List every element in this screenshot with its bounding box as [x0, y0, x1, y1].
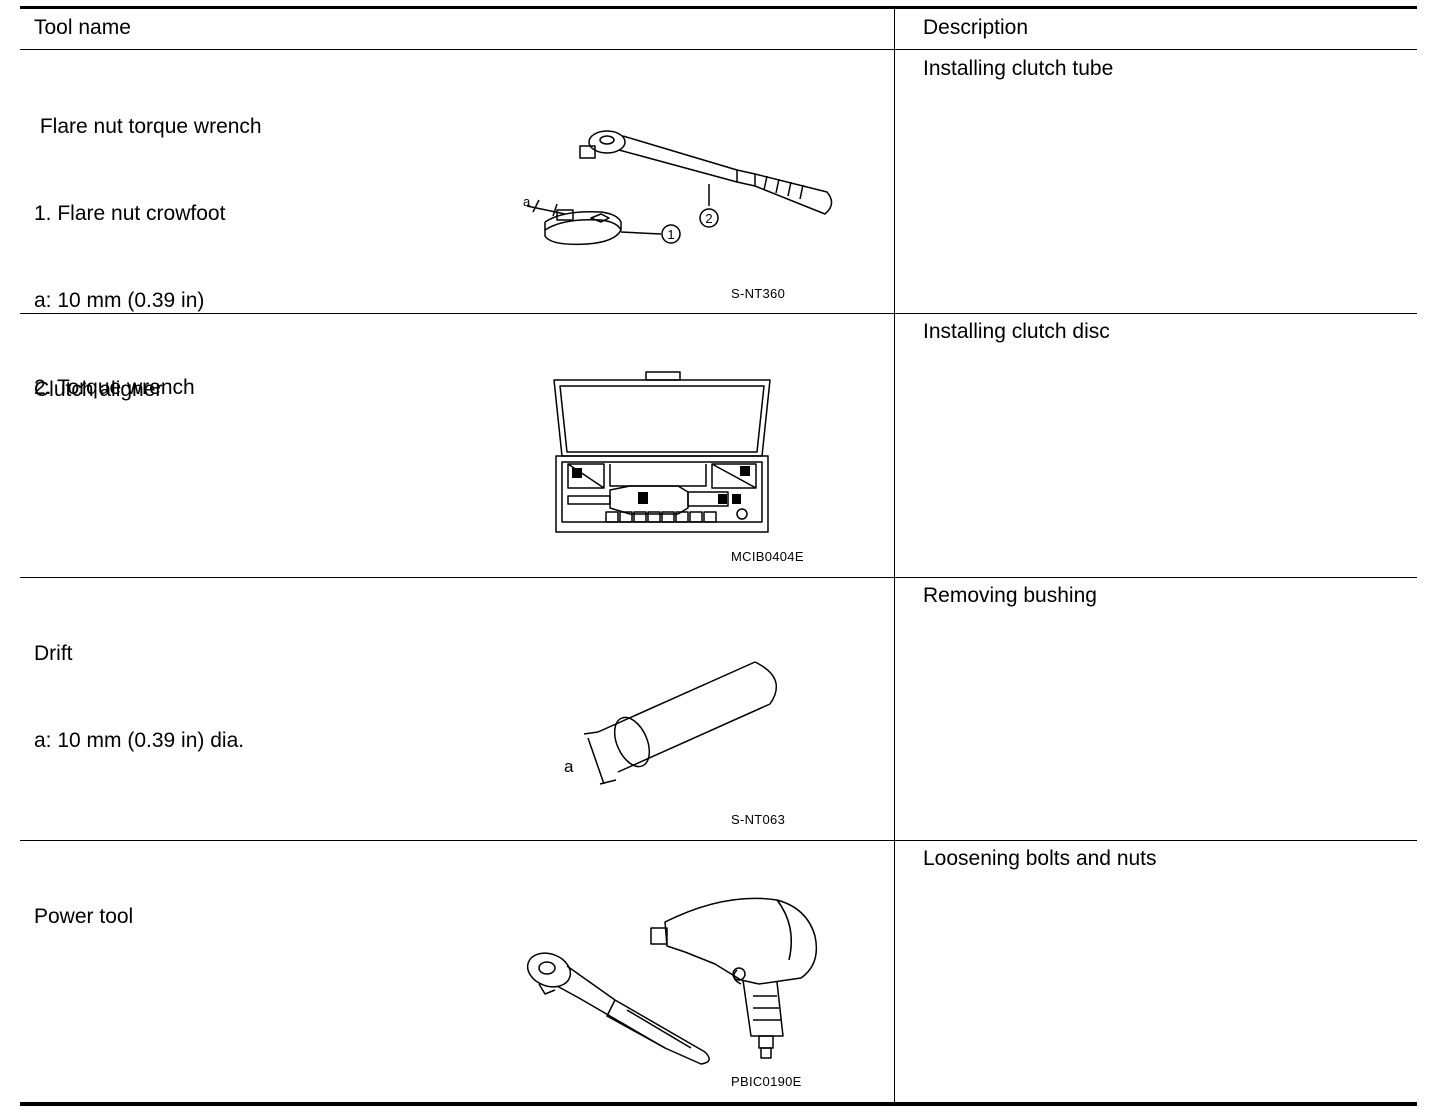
drift-figure: a — [564, 656, 785, 791]
tool-name-line: Power tool — [34, 905, 134, 928]
tool-name-line: a: 10 mm (0.39 in) dia. — [34, 729, 245, 752]
row-divider — [20, 313, 1417, 314]
special-tools-table: Tool name Description Flare nut torque w… — [20, 6, 1417, 1106]
tool-name-line: a: 10 mm (0.39 in) — [34, 289, 205, 312]
header-description: Description — [923, 16, 1029, 39]
callout-1: 1 — [667, 227, 674, 242]
callout-a: a — [564, 757, 574, 776]
tool-name-cell: Clutch aligner — [34, 317, 162, 462]
power-tools-figure — [515, 886, 835, 1066]
callout-2: 2 — [705, 211, 712, 226]
callout-a: a — [523, 194, 531, 209]
flare-nut-torque-wrench-figure: 2 1 a — [523, 118, 845, 253]
figure-code: MCIB0404E — [731, 549, 804, 564]
column-divider — [894, 6, 895, 1104]
description-cell: Installing clutch disc — [923, 320, 1110, 343]
figure-code: PBIC0190E — [731, 1074, 802, 1089]
tool-name-line: Clutch aligner — [34, 378, 163, 401]
description-cell: Loosening bolts and nuts — [923, 847, 1157, 870]
figure-code: S-NT360 — [731, 286, 786, 301]
header-divider — [20, 49, 1417, 50]
header-tool-name: Tool name — [34, 16, 131, 39]
row-divider — [20, 840, 1417, 841]
table-top-rule — [20, 6, 1417, 9]
tool-name-cell: Flare nut torque wrench 1. Flare nut cro… — [34, 54, 262, 460]
clutch-aligner-kit-figure — [550, 368, 775, 538]
tool-name-cell: Power tool — [34, 844, 133, 989]
figure-code: S-NT063 — [731, 812, 786, 827]
tool-name-line: Flare nut torque wrench — [34, 115, 262, 138]
tool-name-line: Drift — [34, 642, 73, 665]
description-cell: Installing clutch tube — [923, 57, 1114, 80]
description-cell: Removing bushing — [923, 584, 1097, 607]
row-divider — [20, 577, 1417, 578]
table-bottom-rule — [20, 1102, 1417, 1106]
tool-name-line: 2. Torque wrench — [34, 376, 195, 399]
tool-name-line: 1. Flare nut crowfoot — [34, 202, 226, 225]
tool-name-cell: Drift a: 10 mm (0.39 in) dia. — [34, 581, 244, 813]
